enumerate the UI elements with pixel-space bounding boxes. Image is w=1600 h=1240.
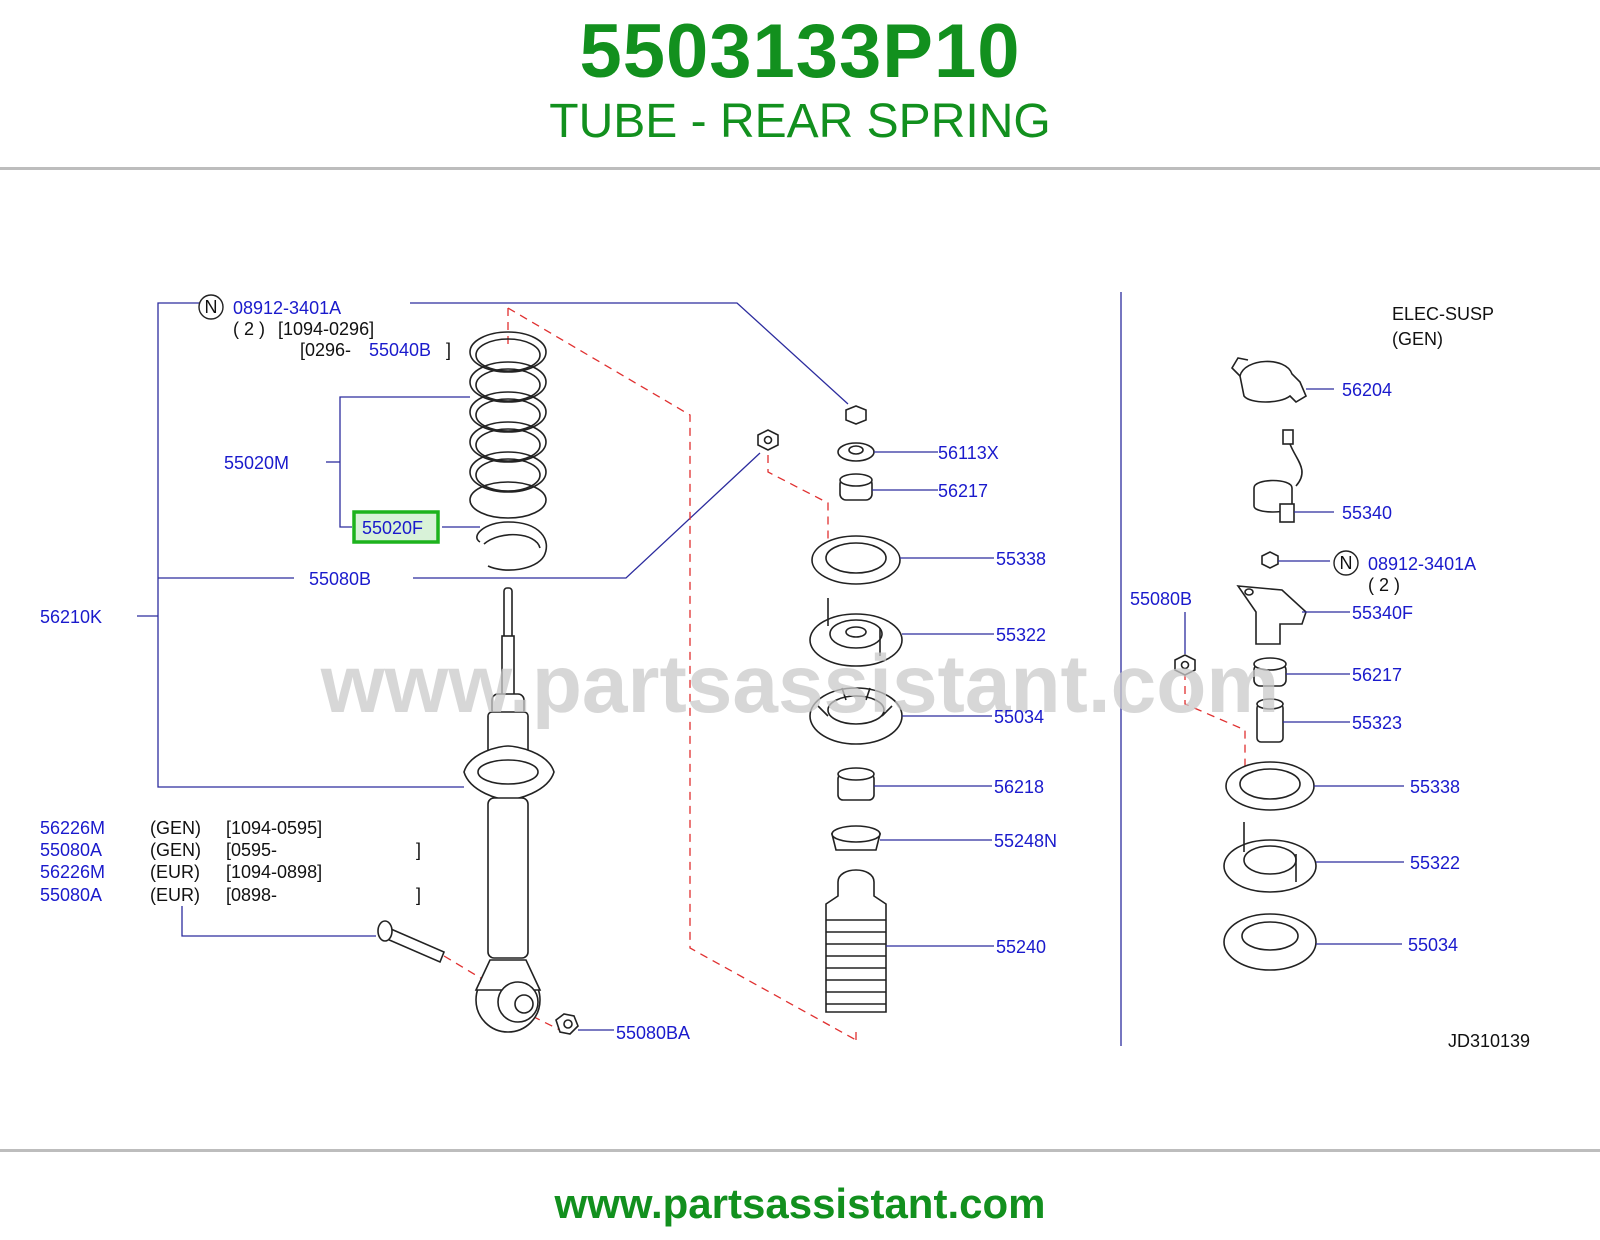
n-symbol-right: N (1340, 553, 1353, 573)
callout-08912-3401A[interactable]: 08912-3401A (233, 298, 341, 318)
callout-56113X[interactable]: 56113X (938, 443, 999, 463)
callout-55338-center[interactable]: 55338 (996, 549, 1046, 569)
callout-55322-center[interactable]: 55322 (996, 625, 1046, 645)
coil-spring (469, 331, 547, 519)
part-number-title: 5503133P10 (579, 9, 1021, 94)
note-range1: [1094-0296] (278, 319, 374, 339)
elec-susp-gen: (GEN) (1392, 329, 1443, 349)
variant-row-4-range: [0898- (226, 885, 277, 905)
variant-table: 56226M (GEN) [1094-0595] 55080A (GEN) [0… (40, 818, 421, 905)
callout-55322-right[interactable]: 55322 (1410, 853, 1460, 873)
header-divider (0, 167, 1600, 170)
variant-row-2-closing: ] (416, 840, 421, 860)
variant-row-4-market: (EUR) (150, 885, 200, 905)
assembly-bracket (137, 302, 849, 937)
callout-55040B[interactable]: 55040B (369, 340, 431, 360)
n-symbol: N (205, 297, 218, 317)
footer-url[interactable]: www.partsassistant.com (554, 1180, 1046, 1227)
center-leaders (578, 451, 994, 1031)
note-range2-suffix: ] (446, 340, 451, 360)
diagram-code: JD310139 (1448, 1031, 1530, 1051)
callout-56204[interactable]: 56204 (1342, 380, 1392, 400)
note-range2-prefix: [0296- (300, 340, 351, 360)
callout-56217-center[interactable]: 56217 (938, 481, 988, 501)
page-header: 5503133P10 TUBE - REAR SPRING (0, 0, 1600, 168)
part-name-subtitle: TUBE - REAR SPRING (549, 95, 1051, 148)
note-qty: ( 2 ) (233, 319, 265, 339)
variant-row-1-range: [1094-0595] (226, 818, 322, 838)
callout-55323[interactable]: 55323 (1352, 713, 1402, 733)
callout-55034-right[interactable]: 55034 (1408, 935, 1458, 955)
callout-55080BA[interactable]: 55080BA (616, 1023, 690, 1043)
callout-56217-right[interactable]: 56217 (1352, 665, 1402, 685)
callout-08912-3401A-right[interactable]: 08912-3401A (1368, 554, 1476, 574)
variant-row-2-part[interactable]: 55080A (40, 840, 102, 860)
callout-55080B[interactable]: 55080B (309, 569, 371, 589)
callout-56210K[interactable]: 56210K (40, 607, 102, 627)
footer-divider (0, 1149, 1600, 1152)
callout-55338-right[interactable]: 55338 (1410, 777, 1460, 797)
watermark: www.partsassistant.com (320, 639, 1280, 730)
n-symbol-circle (198, 294, 224, 320)
highlight-box (352, 510, 440, 544)
variant-row-3-part[interactable]: 56226M (40, 862, 105, 882)
center-parts (809, 405, 903, 1013)
shock-absorber (463, 587, 555, 1033)
callout-55034-center[interactable]: 55034 (994, 707, 1044, 727)
exploded-view-svg: www.partsassistant.com N 08912-3401A ( 2… (40, 292, 1530, 1051)
callout-55240[interactable]: 55240 (996, 937, 1046, 957)
right-nut-qty: ( 2 ) (1368, 575, 1400, 595)
callout-56218[interactable]: 56218 (994, 777, 1044, 797)
variant-row-3-market: (EUR) (150, 862, 200, 882)
callout-55340F[interactable]: 55340F (1352, 603, 1413, 623)
parts-diagram: www.partsassistant.com N 08912-3401A ( 2… (0, 170, 1600, 1070)
elec-susp-title: ELEC-SUSP (1392, 304, 1494, 324)
callout-55248N[interactable]: 55248N (994, 831, 1057, 851)
callout-55080B-right[interactable]: 55080B (1130, 589, 1192, 609)
variant-row-4-closing: ] (416, 885, 421, 905)
variant-row-2-range: [0595- (226, 840, 277, 860)
callout-55340[interactable]: 55340 (1342, 503, 1392, 523)
lower-bolt (377, 920, 579, 1035)
callout-55020M[interactable]: 55020M (224, 453, 289, 473)
callout-55020F-highlighted[interactable]: 55020F (362, 518, 423, 538)
spring-tube-ring (476, 521, 548, 571)
n-symbol-right-circle (1333, 550, 1359, 576)
variant-row-2-market: (GEN) (150, 840, 201, 860)
right-leaders (1184, 388, 1404, 945)
variant-row-4-part[interactable]: 55080A (40, 885, 102, 905)
variant-row-3-range: [1094-0898] (226, 862, 322, 882)
right-parts (1174, 357, 1317, 971)
top-nut-left (757, 429, 779, 451)
variant-row-1-part[interactable]: 56226M (40, 818, 105, 838)
variant-row-1-market: (GEN) (150, 818, 201, 838)
